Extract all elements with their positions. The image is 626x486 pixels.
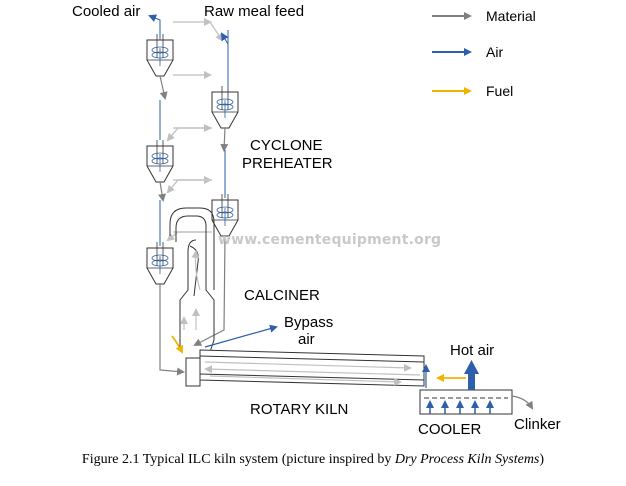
watermark-text: www.cementequipment.org [218, 232, 442, 248]
kiln-material-flow [204, 361, 421, 386]
cyclone-5 [146, 241, 174, 285]
calciner-internal-flow [180, 250, 201, 330]
cooled-air-label: Cooled air [72, 3, 141, 20]
caption-italic: Dry Process Kiln Systems [394, 452, 540, 467]
raw-meal-feed-label: Raw meal feed [204, 3, 305, 20]
legend-fuel-label: Fuel [486, 83, 514, 99]
figure-caption: Figure 2.1 Typical ILC kiln system (pict… [0, 452, 626, 468]
hot-air-label: Hot air [450, 342, 495, 359]
material-ducts [166, 18, 224, 242]
fuel-flow-arrows [171, 335, 466, 382]
calciner-label: CALCINER [244, 287, 320, 304]
kiln-inlet [185, 357, 201, 387]
legend-material-label: Material [486, 8, 536, 24]
air-flow-lines [148, 14, 229, 246]
cyclone-label: CYCLONE [250, 137, 323, 154]
calciner-vessel [169, 207, 215, 353]
cooler-label: COOLER [418, 421, 482, 438]
clinker-exit-arrow [511, 395, 534, 410]
preheater-label: PREHEATER [242, 155, 333, 172]
cyclone-3 [146, 139, 174, 183]
bypass-air-arrow [204, 324, 278, 348]
cyclone-1 [146, 33, 174, 77]
legend-air-label: Air [486, 44, 504, 60]
cyclone-2 [211, 85, 239, 129]
bypass-air-label: air [298, 331, 315, 348]
caption-suffix: ) [539, 452, 545, 467]
rotary-kiln-label: ROTARY KILN [250, 401, 349, 418]
material-flow-lines [158, 75, 229, 376]
clinker-label: Clinker [514, 416, 561, 433]
cyclone-4 [211, 193, 239, 237]
legend-arrows [432, 12, 472, 95]
bypass-label: Bypass [284, 314, 334, 331]
hot-air-arrow [464, 360, 479, 390]
caption-prefix: Figure 2.1 Typical ILC kiln system (pict… [81, 452, 395, 467]
clinker-cooler [419, 389, 513, 415]
